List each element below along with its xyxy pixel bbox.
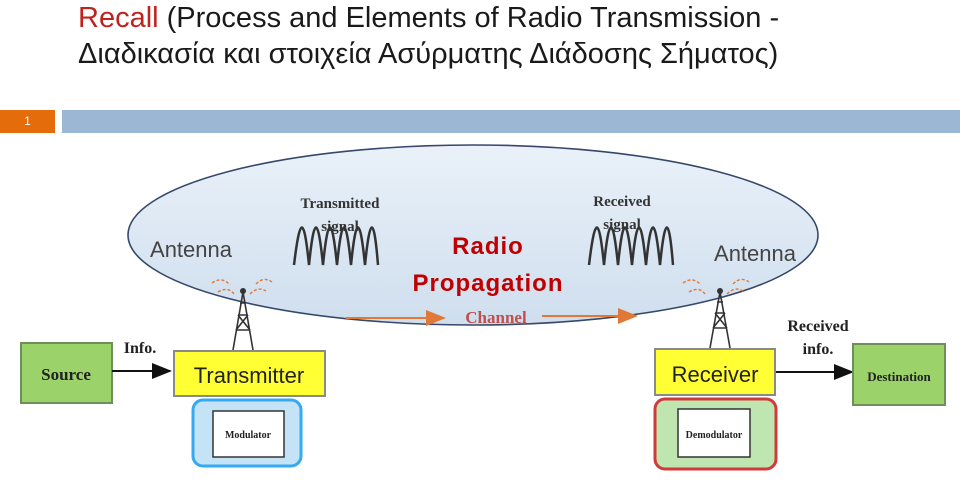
transmitted-wave — [292, 226, 380, 266]
slide-title: Recall (Process and Elements of Radio Tr… — [78, 0, 958, 72]
transmitter-box — [173, 350, 326, 397]
destination-box — [852, 343, 946, 406]
antenna-right-label: Antenna — [714, 241, 797, 266]
received-info-label-1: Received — [787, 318, 848, 335]
received-signal-label-1: Received — [593, 194, 651, 210]
antenna-left-label: Antenna — [150, 237, 233, 262]
receiver-box — [654, 348, 776, 396]
modulator-inner — [212, 410, 285, 458]
modulator-label: Modulator — [225, 430, 272, 441]
source-box — [20, 342, 113, 404]
radio-transmission-diagram: Transmitted signal Received signal Anten… — [20, 144, 946, 471]
receiver-label: Receiver — [672, 362, 759, 387]
title-line1: (Process and Elements of Radio Transmiss… — [158, 2, 780, 34]
antenna-right-icon — [682, 278, 750, 349]
received-info-label-2: info. — [803, 341, 834, 358]
slide-number: 1 — [0, 110, 55, 133]
title-highlight: Recall — [78, 2, 159, 34]
channel-ellipse — [127, 144, 819, 326]
title-bar — [62, 110, 960, 133]
transmitter-label: Transmitter — [194, 363, 304, 388]
transmitted-signal-label-1: Transmitted — [301, 196, 381, 212]
transmitted-signal-label-2: signal — [321, 219, 359, 235]
antenna-left-icon — [211, 278, 273, 351]
info-label: Info. — [124, 340, 156, 357]
source-label: Source — [41, 365, 91, 384]
propagation-label-2: Propagation — [412, 270, 563, 297]
received-wave — [587, 226, 675, 266]
demodulator-label: Demodulator — [686, 430, 743, 441]
title-line2: Διαδικασία και στοιχεία Ασύρματης Διάδοσ… — [78, 38, 779, 70]
propagation-label-1: Radio — [452, 233, 524, 260]
demodulator-inner — [677, 408, 751, 458]
channel-label: Channel — [465, 308, 527, 327]
destination-label: Destination — [867, 369, 931, 384]
